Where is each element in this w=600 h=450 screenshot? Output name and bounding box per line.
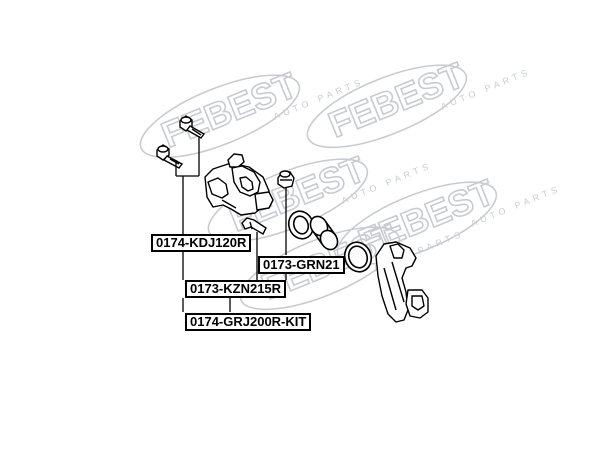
mounting-bracket <box>375 241 429 323</box>
guide-bolt-upper <box>179 115 206 139</box>
bleeder-cap <box>277 170 295 189</box>
guide-bolt-lower <box>156 144 184 169</box>
dust-boot <box>343 241 373 273</box>
piston <box>309 215 339 251</box>
part-label-repair-kit[interactable]: 0173-KZN215R <box>185 280 287 298</box>
part-label-piston-seal-kit[interactable]: 0173-GRN21 <box>258 256 345 274</box>
part-label-guide-pin-kit[interactable]: 0174-KDJ120R <box>151 234 252 252</box>
caliper-body <box>204 153 274 216</box>
leader-lines <box>175 136 287 312</box>
slide-pin <box>241 217 267 235</box>
part-label-full-kit[interactable]: 0174-GRJ200R-KIT <box>185 313 312 331</box>
